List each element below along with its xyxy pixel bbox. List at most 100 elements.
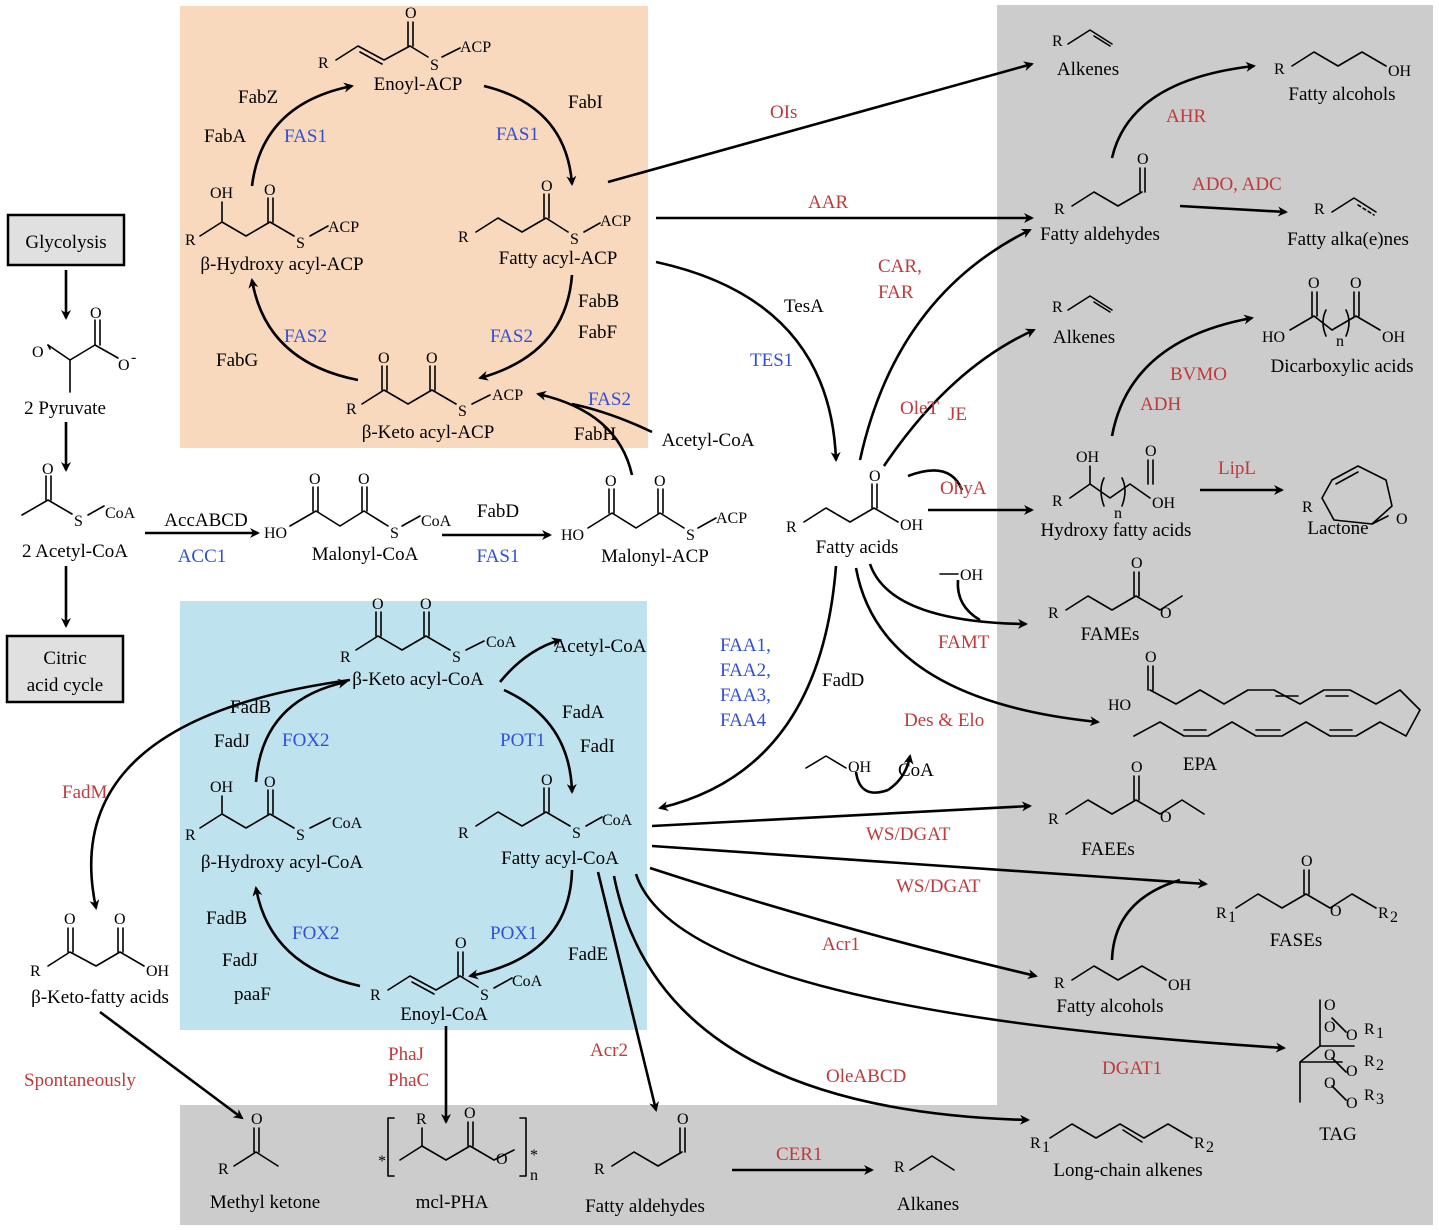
atom-o: O (90, 305, 102, 322)
pyruvate-label: 2 Pyruvate (24, 398, 106, 419)
fatty-aldehydes-bottom-structure: R O (594, 1111, 689, 1178)
atom-r1: R (1216, 905, 1227, 922)
atom-o: O (309, 471, 321, 488)
enzyme-bvmo: BVMO (1170, 364, 1227, 385)
atom-s: S (430, 57, 439, 74)
atom-minus-sign: - (131, 349, 136, 366)
atom-r: R (1052, 299, 1063, 316)
atom-n: n (530, 1167, 538, 1184)
alkenes-top-label: Alkenes (1057, 59, 1119, 80)
ethanol-oh: OH (848, 759, 872, 776)
bond (697, 517, 717, 529)
atom-s: S (686, 527, 695, 544)
atom-o: O (1324, 1047, 1336, 1064)
acetyl-coa-2-label: 2 Acetyl-CoA (22, 541, 128, 562)
enzyme-pot1: POT1 (500, 730, 545, 751)
atom-ho: HO (264, 525, 287, 542)
bond (471, 394, 491, 405)
bond (493, 977, 513, 989)
arrow-alcohol-fases (1110, 878, 1181, 961)
bond (355, 635, 451, 651)
bond (411, 981, 435, 995)
atom-oh: OH (900, 517, 924, 534)
enzyme-olet-subscript: JE (948, 404, 967, 425)
bond (1133, 689, 1421, 737)
atom-r: R (370, 987, 381, 1004)
bond (199, 813, 295, 829)
bond (399, 1145, 515, 1161)
bond (441, 47, 461, 58)
enzyme-fabb: FabB (578, 291, 619, 312)
enzyme-acc1: ACC1 (178, 546, 227, 567)
atom-o: O (541, 772, 553, 789)
enzyme-fabg: FabG (216, 350, 259, 371)
enzyme-accabcd: AccABCD (164, 510, 247, 531)
enoyl-acp-structure: R O S ACP (318, 5, 491, 74)
enzyme-fas1-a: FAS1 (284, 126, 327, 147)
enzyme-lipl: LipL (1218, 458, 1256, 479)
atom-o: O (677, 1111, 689, 1128)
bond (1093, 301, 1111, 313)
atom-oh: OH (210, 185, 234, 202)
arrow-malonylacp-ketoacp (536, 390, 634, 476)
atom-s: S (570, 231, 579, 248)
fatty-alkaenes-structure: R (1314, 197, 1377, 218)
atom-coa: CoA (486, 634, 517, 651)
enzyme-fadj-1: FadJ (214, 731, 250, 752)
acetyl-coa-top-label: Acetyl-CoA (662, 430, 755, 451)
fatty-acyl-coa-label: Fatty acyl-CoA (501, 848, 619, 869)
atom-o: O (32, 344, 44, 361)
enzyme-fadm: FadM (62, 782, 108, 803)
bond (359, 51, 383, 65)
enzyme-adh: ADH (1140, 394, 1181, 415)
enzyme-ws-dgat-1: WS/DGAT (866, 824, 951, 845)
lactone-structure: R O (1302, 465, 1408, 528)
atom-r: R (1054, 201, 1065, 218)
arrow-ohya-curve (907, 469, 964, 491)
acetyl-coa-beta-label: Acetyl-CoA (554, 636, 647, 657)
enzyme-labels-black: AccABCD FabD FabZ FabA FabI FabB FabF Fa… (164, 87, 864, 1005)
bond (459, 975, 479, 988)
enzyme-ado-adc: ADO, ADC (1192, 174, 1282, 195)
atom-r: R (1048, 811, 1059, 828)
atom-oh: OH (1168, 977, 1192, 994)
atom-coa: CoA (105, 505, 136, 522)
long-chain-alkenes-structure: R 1 R 2 (1030, 1123, 1214, 1156)
pyruvate-structure: O O O - (32, 305, 136, 393)
atom-acp: ACP (328, 219, 359, 236)
bond (1093, 35, 1111, 47)
enzyme-far: FAR (878, 282, 914, 303)
atom-r: R (458, 825, 469, 842)
enzyme-pox1: POX1 (490, 923, 538, 944)
atom-o: O (496, 1151, 508, 1168)
atom-acp: ACP (492, 387, 523, 404)
atom-o: O (264, 774, 276, 791)
bond (587, 512, 685, 529)
atom-o: O (372, 596, 384, 613)
glycolysis-box-frame (6, 213, 126, 267)
arrow-ado (1179, 204, 1288, 217)
arrow-fadd (658, 565, 838, 812)
bond (1357, 204, 1375, 216)
alkenes-mid-label: Alkenes (1053, 327, 1115, 348)
bond (401, 515, 421, 527)
bond (1067, 295, 1113, 311)
atom-o: O (1137, 151, 1149, 168)
bond (1049, 1123, 1193, 1139)
atom-oh: OH (1388, 63, 1412, 80)
atom-o: O (1396, 511, 1408, 528)
bond (1289, 315, 1381, 331)
fatty-alcohols-bottom-label: Fatty alcohols (1056, 996, 1163, 1017)
arrow-car (858, 228, 1032, 461)
atom-coa: CoA (602, 812, 633, 829)
atom-s: S (390, 525, 399, 542)
enzyme-ois: OIs (770, 102, 797, 123)
bond (361, 389, 457, 405)
atom-sub2: 2 (1390, 909, 1398, 926)
bond (1067, 29, 1113, 45)
enzyme-fade: FadE (568, 944, 608, 965)
atom-r: R (30, 963, 41, 980)
arrow-ahr (1110, 61, 1256, 159)
enzyme-cer1: CER1 (776, 1144, 822, 1165)
